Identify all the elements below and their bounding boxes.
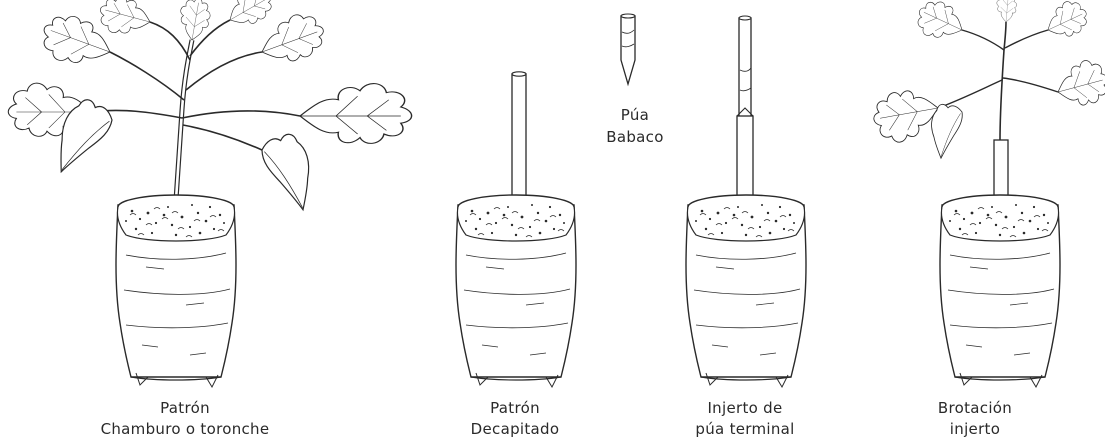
stage-1-caption-line1: Patrón xyxy=(90,398,280,419)
stage-3-caption: Injerto de púa terminal xyxy=(665,398,825,440)
stage-1-caption-line2: Chamburo o toronche xyxy=(90,419,280,440)
scion-caption: Púa Babaco xyxy=(590,104,680,148)
stage-3-terminal-graft xyxy=(686,16,806,387)
scion-caption-line1: Púa xyxy=(590,104,680,126)
stage-3-caption-line2: púa terminal xyxy=(665,419,825,440)
stage-4-caption-line2: injerto xyxy=(900,419,1050,440)
stage-4-graft-sprouting xyxy=(870,0,1105,387)
stage-2-caption-line1: Patrón xyxy=(440,398,590,419)
stage-4-caption: Brotación injerto xyxy=(900,398,1050,440)
stage-4-caption-line1: Brotación xyxy=(900,398,1050,419)
stage-1-caption: Patrón Chamburo o toronche xyxy=(90,398,280,440)
stage-2-caption-line2: Decapitado xyxy=(440,419,590,440)
stage-1-rootstock-plant xyxy=(8,0,411,387)
scion-cutting xyxy=(621,14,635,84)
stage-3-caption-line1: Injerto de xyxy=(665,398,825,419)
stage-2-caption: Patrón Decapitado xyxy=(440,398,590,440)
scion-caption-line2: Babaco xyxy=(590,126,680,148)
stage-2-decapitated-rootstock xyxy=(456,72,576,387)
